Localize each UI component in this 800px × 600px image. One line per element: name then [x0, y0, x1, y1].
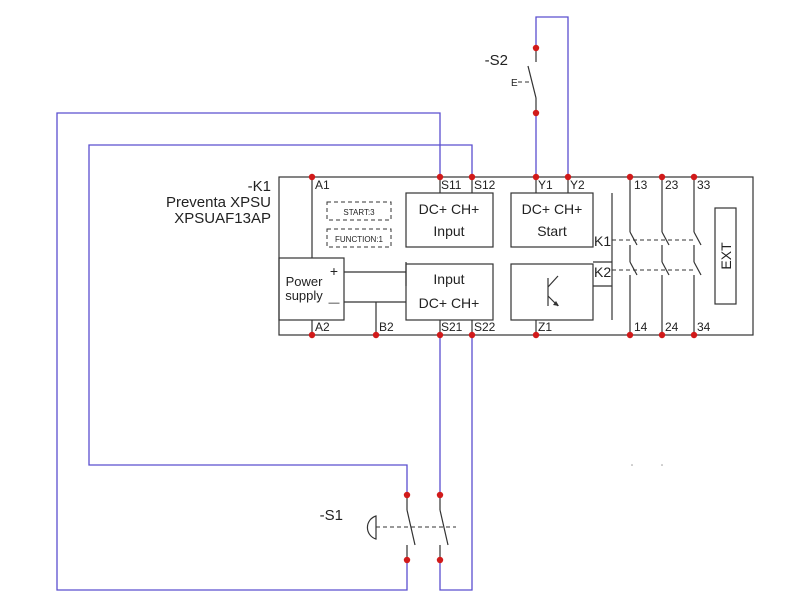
terminal-label: 13	[634, 178, 648, 192]
terminal-label: S22	[474, 320, 496, 334]
supply-label: supply	[285, 288, 323, 303]
power-supply-block: Power supply + —	[278, 257, 345, 321]
start-line1: DC+ CH+	[522, 201, 583, 217]
start-setting: START:3	[343, 208, 375, 217]
function-setting-box	[326, 228, 392, 248]
start-block: DC+ CH+ Start	[510, 192, 594, 248]
ext-block: EXT	[714, 207, 737, 305]
settings-panel: START:3 FUNCTION:1	[326, 201, 392, 248]
mushroom-head-icon	[366, 515, 377, 540]
device-tag: -K1	[248, 178, 271, 195]
ext-label: EXT	[718, 242, 734, 270]
output-contacts	[629, 177, 702, 335]
terminal-label: A1	[315, 178, 330, 192]
input-bottom-line2: DC+ CH+	[419, 295, 480, 311]
device-model: XPSUAF13AP	[174, 210, 271, 227]
minus-sign: —	[329, 297, 340, 309]
relay-k2-label: K2	[594, 264, 611, 280]
terminal-label: Y2	[570, 178, 585, 192]
terminal-label: 23	[665, 178, 679, 192]
relay-housing	[278, 176, 754, 336]
terminal-label: S11	[441, 178, 462, 192]
terminal-label: S21	[441, 320, 463, 334]
s1-label: -S1	[320, 507, 343, 524]
terminal-dots	[308, 44, 698, 564]
terminal-label: A2	[315, 320, 330, 334]
top-terminal-labels: A1 S11 S12 Y1 Y2 13 23 33	[315, 178, 711, 192]
s2-start-button: E -S2	[485, 48, 537, 113]
device-name: Preventa XPSU	[166, 194, 271, 211]
input-channel-bottom-block: Input DC+ CH+	[405, 263, 494, 321]
terminal-label: 14	[634, 320, 648, 334]
s1-emergency-stop: -S1	[320, 495, 456, 560]
input-top-line2: Input	[433, 223, 464, 239]
s2-actuator-symbol: E	[511, 78, 518, 89]
terminal-label: Y1	[538, 178, 553, 192]
plus-sign: +	[330, 263, 338, 279]
terminal-label: 33	[697, 178, 711, 192]
terminal-label: 34	[697, 320, 711, 334]
terminal-label: B2	[379, 320, 394, 334]
bottom-terminal-labels: A2 B2 S21 S22 Z1 14 24 34	[315, 320, 711, 334]
input-top-line1: DC+ CH+	[419, 201, 480, 217]
power-label: Power	[286, 274, 324, 289]
relay-k1-label: K1	[594, 233, 611, 249]
function-setting: FUNCTION:1	[335, 235, 384, 244]
external-wiring	[56, 16, 569, 591]
terminal-label: 24	[665, 320, 679, 334]
input-channel-top-block: DC+ CH+ Input	[405, 192, 494, 248]
transistor-output-block	[510, 263, 594, 321]
start-line2: Start	[537, 223, 567, 239]
input-bottom-line1: Input	[433, 271, 464, 287]
start-setting-box	[326, 201, 392, 221]
s2-label: -S2	[485, 52, 508, 69]
terminal-label: S12	[474, 178, 496, 192]
terminal-label: Z1	[538, 320, 552, 334]
